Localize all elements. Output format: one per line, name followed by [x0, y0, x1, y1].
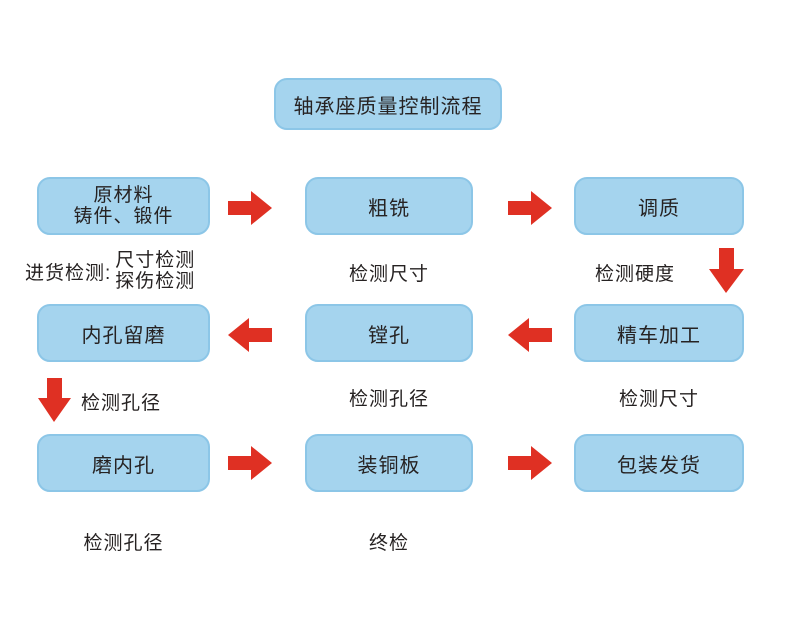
process-box-pack-ship: 包装发货: [574, 434, 744, 492]
flowchart-title-label: 轴承座质量控制流程: [293, 95, 483, 118]
caption-check-bore-1: 检测孔径: [81, 393, 162, 414]
process-box-grind-bore-label: 磨内孔: [92, 454, 155, 477]
process-box-rough-milling: 粗铣: [305, 177, 473, 235]
process-box-bore-allowance: 内孔留磨: [37, 304, 210, 362]
process-box-fit-copper-plate: 装铜板: [305, 434, 473, 492]
process-box-finish-turning-label: 精车加工: [617, 324, 701, 347]
raw-material-line1: 原材料: [93, 185, 154, 206]
incoming-inspection-caption: 进货检测: 尺寸检测 探伤检测: [25, 250, 195, 292]
left-arrow-icon: [508, 318, 552, 352]
caption-check-bore-3: 检测孔径: [83, 533, 164, 554]
right-arrow-icon: [228, 446, 272, 480]
right-arrow-icon: [508, 446, 552, 480]
down-arrow-icon: [38, 378, 71, 422]
caption-check-size-1: 检测尺寸: [348, 264, 429, 285]
process-box-raw-material-label: 原材料 铸件、锻件: [73, 185, 173, 227]
process-box-bore-allowance-label: 内孔留磨: [81, 324, 166, 347]
raw-material-line2: 铸件、锻件: [73, 206, 174, 227]
right-arrow-icon: [228, 191, 272, 225]
caption-check-size-2: 检测尺寸: [618, 389, 699, 410]
process-box-finish-turning: 精车加工: [574, 304, 744, 362]
process-box-boring-label: 镗孔: [368, 324, 410, 347]
incoming-inspection-item-flaw: 探伤检测: [115, 271, 196, 292]
process-box-raw-material: 原材料 铸件、锻件: [37, 177, 210, 235]
down-arrow-icon: [709, 248, 744, 293]
process-box-pack-ship-label: 包装发货: [617, 454, 701, 477]
process-box-rough-milling-label: 粗铣: [368, 197, 410, 220]
left-arrow-icon: [228, 318, 272, 352]
flowchart-title: 轴承座质量控制流程: [274, 78, 502, 130]
incoming-inspection-prefix: 进货检测:: [25, 262, 112, 284]
caption-final-inspection: 终检: [368, 533, 409, 554]
incoming-inspection-item-size: 尺寸检测: [115, 250, 196, 271]
process-box-boring: 镗孔: [305, 304, 473, 362]
process-box-quench-temper: 调质: [574, 177, 744, 235]
caption-check-hardness: 检测硬度: [594, 264, 675, 285]
process-box-grind-bore: 磨内孔: [37, 434, 210, 492]
caption-check-bore-2: 检测孔径: [348, 389, 429, 410]
process-box-fit-copper-plate-label: 装铜板: [357, 454, 421, 477]
process-box-quench-temper-label: 调质: [638, 197, 680, 220]
right-arrow-icon: [508, 191, 552, 225]
incoming-inspection-items: 尺寸检测 探伤检测: [115, 250, 195, 292]
